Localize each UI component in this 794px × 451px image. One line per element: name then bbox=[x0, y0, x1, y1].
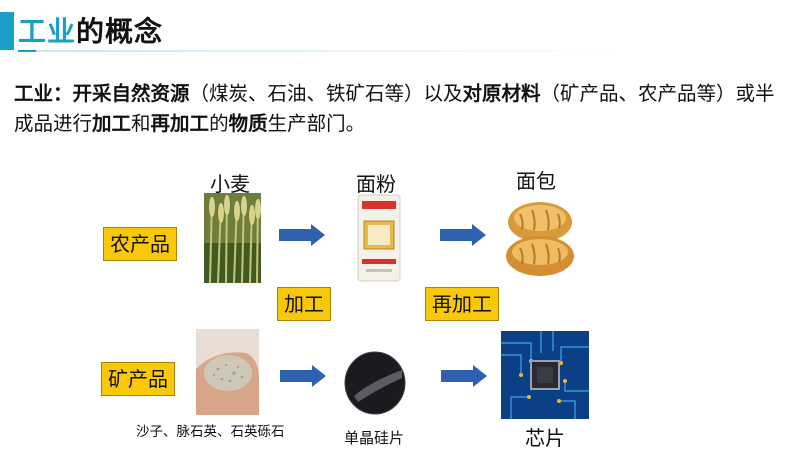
process-tag-processing: 加工 bbox=[277, 287, 331, 321]
label-flour: 面粉 bbox=[356, 172, 396, 196]
definition-text: 工业：开采自然资源（煤炭、石油、铁矿石等）以及对原材料（矿产品、农产品等）或半成… bbox=[14, 82, 775, 135]
label-chip: 芯片 bbox=[525, 426, 565, 450]
arrow-right-icon bbox=[280, 365, 326, 391]
category-tag-mineral: 矿产品 bbox=[101, 362, 175, 396]
silicon-wafer-photo bbox=[342, 348, 408, 418]
category-tag-agri: 农产品 bbox=[103, 227, 177, 261]
label-wheat: 小麦 bbox=[210, 172, 250, 196]
arrow-right-icon bbox=[279, 224, 325, 250]
chip-circuit-photo bbox=[501, 331, 589, 419]
arrow-right-icon bbox=[441, 365, 487, 391]
flour-bag-photo bbox=[356, 193, 402, 283]
label-sand: 沙子、脉石英、石英砾石 bbox=[136, 424, 285, 440]
page-title: 工业的概念 bbox=[18, 15, 164, 48]
label-wafer: 单晶硅片 bbox=[344, 429, 405, 447]
process-tag-reprocessing: 再加工 bbox=[425, 287, 499, 321]
bread-photo bbox=[500, 192, 580, 282]
wheat-photo bbox=[204, 193, 261, 283]
sand-in-hand-photo bbox=[196, 329, 259, 415]
arrow-right-icon bbox=[440, 224, 486, 250]
header-accent-bar bbox=[0, 12, 14, 50]
title-divider bbox=[18, 50, 618, 52]
label-bread: 面包 bbox=[516, 169, 556, 193]
